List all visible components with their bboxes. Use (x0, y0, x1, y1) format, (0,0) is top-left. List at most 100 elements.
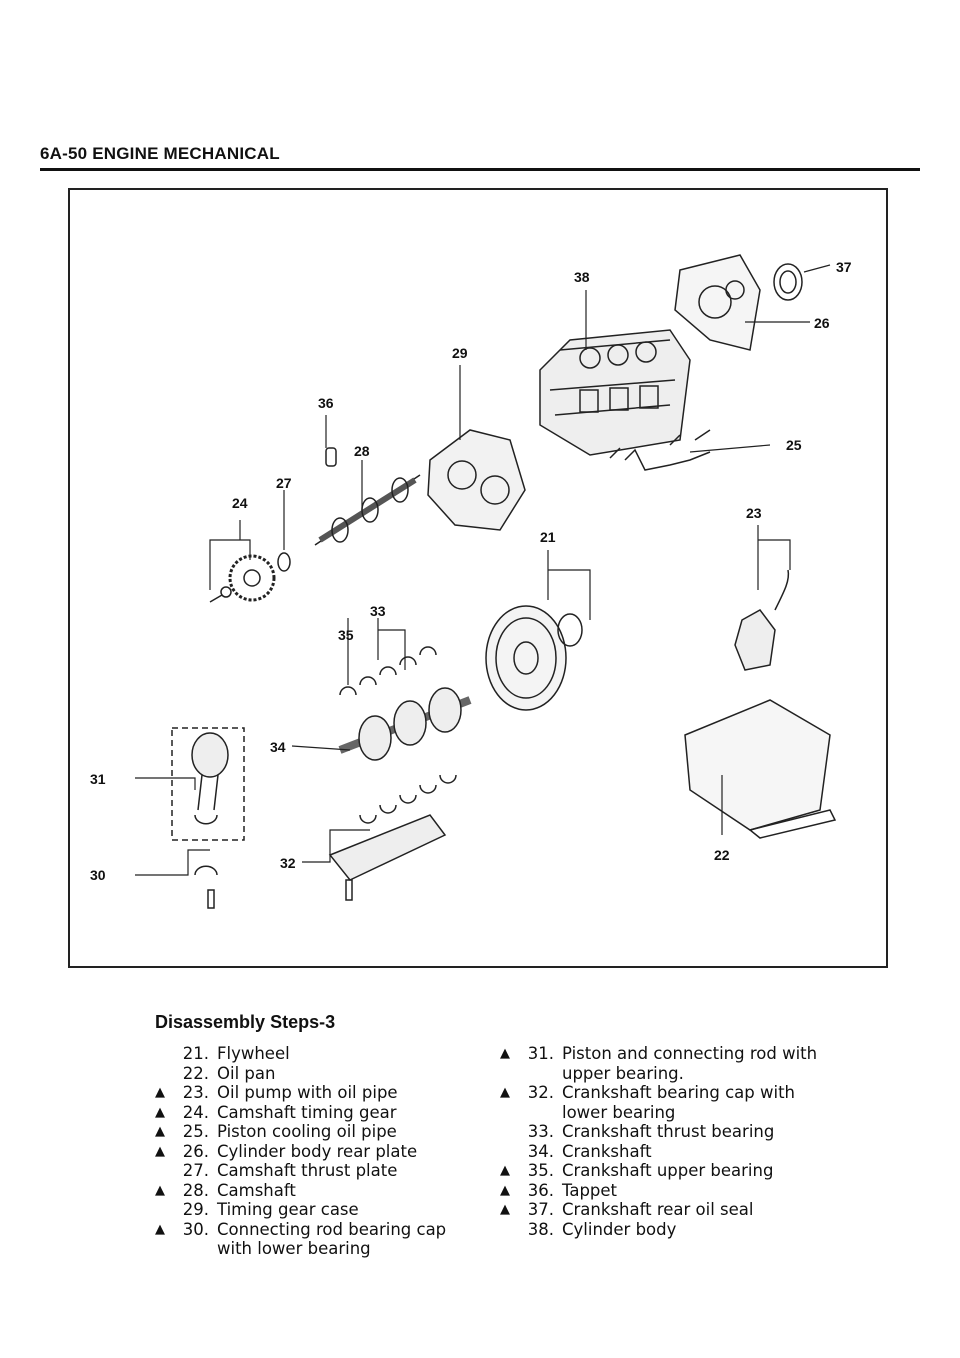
step-text: Oil pump with oil pipe (217, 1083, 398, 1102)
step-item: ▲28.Camshaft (155, 1181, 475, 1201)
step-number: 30. (182, 1219, 209, 1239)
step-mark (155, 1044, 171, 1064)
step-item: 22.Oil pan (155, 1064, 475, 1084)
step-item: ▲37.Crankshaft rear oil seal (500, 1200, 830, 1220)
step-mark: ▲ (500, 1085, 510, 1100)
step-text: Crankshaft upper bearing (562, 1161, 774, 1180)
step-text: Piston and connecting rod with upper bea… (562, 1044, 818, 1083)
step-text: Camshaft thrust plate (217, 1161, 398, 1180)
callout-22: 22 (714, 847, 730, 863)
cooling-pipe-drawing (609, 429, 711, 471)
step-mark: ▲ (500, 1202, 510, 1217)
step-item: ▲ 31. Piston and connecting rod with upper… (500, 1044, 830, 1083)
step-item: 34.Crankshaft (500, 1142, 830, 1162)
callout-37: 37 (836, 259, 852, 275)
step-mark (500, 1220, 516, 1240)
flywheel-drawing (485, 605, 583, 711)
callout-30: 30 (90, 867, 106, 883)
callout-33: 33 (370, 603, 386, 619)
step-mark: ▲ (155, 1104, 165, 1120)
steps-left-column: 21. Flywheel 22.Oil pan ▲ 23. Oil pump with… (155, 1044, 475, 1259)
callout-38: 38 (574, 269, 590, 285)
step-number: 38. (527, 1219, 554, 1239)
oil-pan-drawing (684, 699, 837, 839)
step-item: ▲ 25. Piston cooling oil pipe (155, 1122, 475, 1142)
step-number: 24. (182, 1102, 209, 1122)
step-item: 29. Timing gear case (155, 1200, 475, 1220)
step-item: 38. Cylinder body (500, 1220, 830, 1240)
step-number: 26. (182, 1141, 209, 1161)
step-number: 35. (527, 1161, 554, 1180)
page-header: 6A-50 ENGINE MECHANICAL (40, 144, 280, 163)
steps-right-column: ▲ 31. Piston and connecting rod with upper… (500, 1044, 830, 1239)
tappet-drawing (325, 447, 337, 467)
step-mark: ▲ (500, 1163, 510, 1178)
step-number: 28. (182, 1180, 209, 1200)
timing-gear-case-drawing (427, 429, 526, 531)
callout-27: 27 (276, 475, 292, 491)
bearing-caps-drawing (328, 774, 457, 901)
crankshaft-drawing (338, 687, 472, 761)
oil-pump-drawing (734, 569, 790, 671)
step-item: ▲ 26. Cylinder body rear plate (155, 1142, 475, 1162)
callout-28: 28 (354, 443, 370, 459)
step-item: ▲ 32. Crankshaft bearing cap with lower be… (500, 1083, 830, 1122)
upper-bearings-drawing (339, 646, 437, 696)
callout-24: 24 (232, 495, 248, 511)
step-mark: ▲ (155, 1221, 165, 1237)
step-text: Crankshaft bearing cap with lower bearin… (562, 1083, 796, 1122)
step-number: 27. (182, 1161, 209, 1180)
step-text: Camshaft timing gear (217, 1102, 397, 1122)
callout-29: 29 (452, 345, 468, 361)
step-text: Camshaft (217, 1180, 296, 1200)
step-number: 31. (527, 1044, 554, 1063)
step-number: 32. (527, 1083, 554, 1102)
step-text: Tappet (562, 1180, 618, 1200)
step-mark: ▲ (155, 1143, 165, 1159)
step-number: 29. (182, 1200, 209, 1219)
step-item: 21. Flywheel (155, 1044, 475, 1064)
callout-25: 25 (786, 437, 802, 453)
step-number: 23. (182, 1083, 209, 1102)
steps-title: Disassembly Steps-3 (155, 1012, 336, 1032)
step-item: ▲ 36. Tappet (500, 1181, 830, 1201)
step-text: Crankshaft thrust bearing (562, 1122, 775, 1141)
step-item: ▲ 24. Camshaft timing gear (155, 1103, 475, 1123)
callout-21: 21 (540, 529, 556, 545)
step-text: Cylinder body (562, 1219, 677, 1239)
callout-34: 34 (270, 739, 286, 755)
piston-rod-drawing (171, 727, 245, 909)
step-mark: ▲ (500, 1046, 510, 1061)
rear-plate-drawing (674, 254, 761, 351)
step-mark: ▲ (155, 1124, 165, 1139)
callout-36: 36 (318, 395, 334, 411)
step-text: Timing gear case (217, 1200, 359, 1219)
step-number: 25. (182, 1122, 209, 1141)
step-item: 27. Camshaft thrust plate (155, 1161, 475, 1181)
step-mark (155, 1200, 171, 1220)
step-number: 33. (527, 1122, 554, 1141)
step-item: ▲23.Oil pump with oil pipe (155, 1083, 475, 1103)
step-mark (500, 1142, 516, 1162)
step-text: Cylinder body rear plate (217, 1141, 418, 1161)
callout-26: 26 (814, 315, 830, 331)
step-number: 21. (182, 1044, 209, 1063)
step-item: ▲ 30. Connecting rod bearing cap with lowe… (155, 1220, 475, 1259)
step-number: 36. (527, 1180, 554, 1200)
camshaft-drawing (314, 474, 421, 546)
oil-seal-drawing (773, 263, 803, 301)
step-text: Crankshaft (562, 1141, 652, 1161)
step-mark (155, 1064, 171, 1084)
callout-32: 32 (280, 855, 296, 871)
step-text: Piston cooling oil pipe (217, 1122, 397, 1141)
cylinder-body-drawing (539, 329, 691, 456)
step-mark: ▲ (500, 1182, 510, 1198)
step-mark (155, 1161, 171, 1181)
step-text: Connecting rod bearing cap with lower be… (217, 1219, 447, 1259)
callout-35: 35 (338, 627, 354, 643)
step-text: Oil pan (217, 1063, 276, 1083)
step-mark (500, 1122, 516, 1142)
step-text: Flywheel (217, 1044, 290, 1063)
exploded-view-figure: 21 22 23 24 25 26 27 28 29 30 31 32 33 3… (68, 188, 888, 968)
step-item: 33. Crankshaft thrust bearing (500, 1122, 830, 1142)
